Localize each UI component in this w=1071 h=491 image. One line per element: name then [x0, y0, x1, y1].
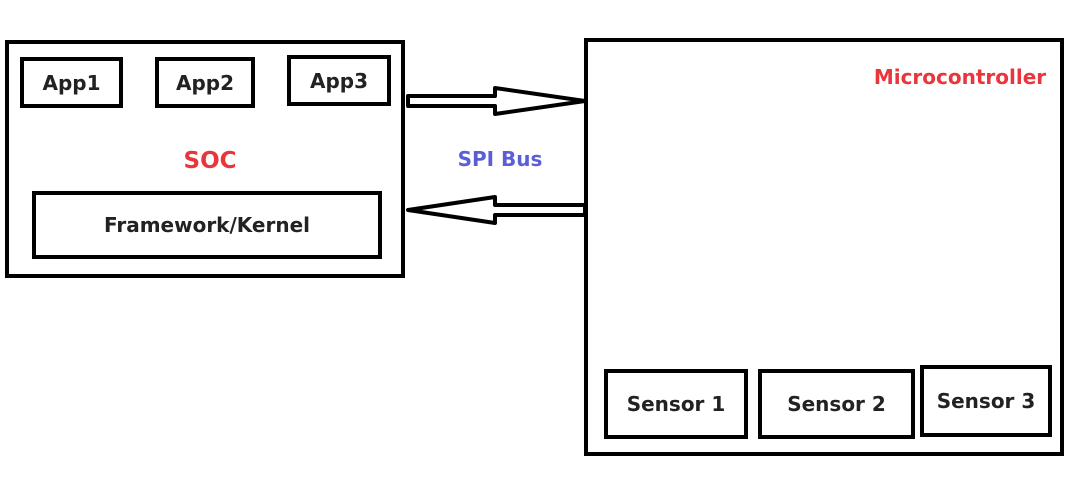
sensor2-box: Sensor 2 — [758, 369, 915, 439]
microcontroller-label: Microcontroller — [873, 65, 1047, 89]
sensor2-label: Sensor 2 — [787, 392, 886, 416]
app3-box: App3 — [287, 55, 391, 106]
sensor3-box: Sensor 3 — [920, 365, 1052, 437]
app2-box: App2 — [155, 57, 255, 108]
framework-kernel-label: Framework/Kernel — [103, 213, 311, 237]
arrow-mcu-to-soc — [406, 195, 587, 225]
framework-kernel-box: Framework/Kernel — [32, 191, 382, 259]
sensor3-label: Sensor 3 — [936, 389, 1036, 413]
arrow-soc-to-mcu — [406, 86, 587, 116]
app2-label: App2 — [175, 70, 235, 95]
app1-box: App1 — [20, 57, 123, 108]
spi-bus-label: SPI Bus — [457, 147, 543, 171]
app1-label: App1 — [42, 70, 101, 95]
sensor1-label: Sensor 1 — [626, 392, 726, 416]
sensor1-box: Sensor 1 — [604, 369, 748, 439]
app3-label: App3 — [309, 68, 369, 93]
soc-label: SOC — [183, 148, 237, 174]
